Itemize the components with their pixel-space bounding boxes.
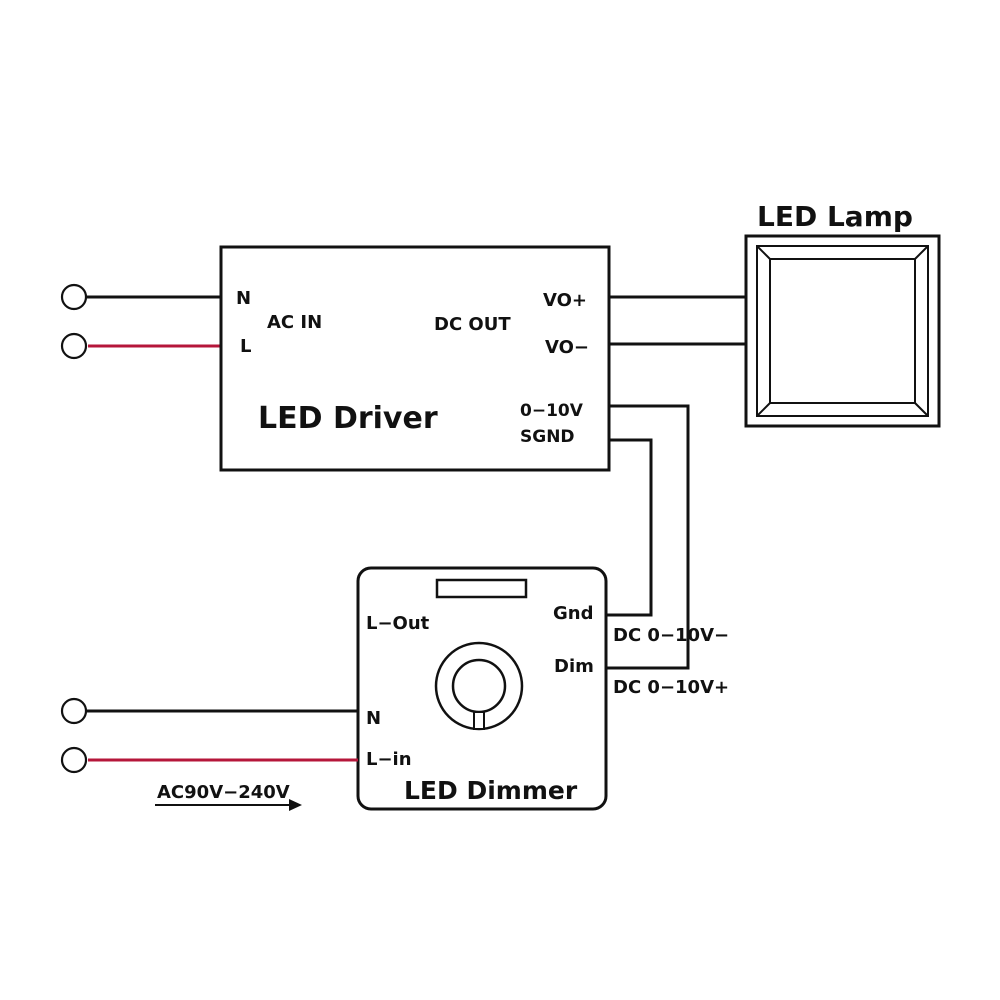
driver-n-label: N bbox=[236, 288, 251, 309]
lamp-title: LED Lamp bbox=[757, 200, 913, 233]
wire-dim-plus bbox=[606, 404, 690, 670]
supply-voltage-label: AC90V−240V bbox=[157, 782, 290, 803]
wire-dim-minus bbox=[606, 438, 653, 617]
terminal-icon bbox=[60, 283, 88, 311]
dimmer-gnd-label: Gnd bbox=[553, 603, 593, 624]
driver-ac-in-label: AC IN bbox=[267, 312, 322, 333]
dimmer-l-in-label: L−in bbox=[366, 749, 412, 770]
dimmer-knob-icon bbox=[434, 641, 524, 731]
dimmer-title: LED Dimmer bbox=[404, 776, 578, 805]
dimmer-display-slot bbox=[435, 578, 528, 599]
terminal-icon bbox=[60, 746, 88, 774]
dimmer-n-label: N bbox=[366, 708, 381, 729]
dimmer-dim-label: Dim bbox=[554, 656, 594, 677]
driver-sgnd-label: SGND bbox=[520, 427, 575, 447]
signal-minus-label: DC 0−10V− bbox=[613, 625, 729, 646]
led-driver-box bbox=[219, 245, 611, 472]
driver-dc-out-label: DC OUT bbox=[434, 314, 511, 335]
signal-plus-label: DC 0−10V+ bbox=[613, 677, 729, 698]
driver-vo-plus-label: VO+ bbox=[543, 290, 587, 311]
driver-title: LED Driver bbox=[258, 401, 438, 436]
arrow-right-icon bbox=[155, 799, 302, 811]
driver-l-label: L bbox=[240, 336, 251, 357]
terminal-icon bbox=[60, 332, 88, 360]
lamp-panel-icon bbox=[744, 234, 941, 428]
driver-0-10v-label: 0−10V bbox=[520, 401, 584, 421]
dimmer-l-out-label: L−Out bbox=[366, 613, 430, 634]
terminal-icon bbox=[60, 697, 88, 725]
driver-vo-minus-label: VO− bbox=[545, 337, 589, 358]
